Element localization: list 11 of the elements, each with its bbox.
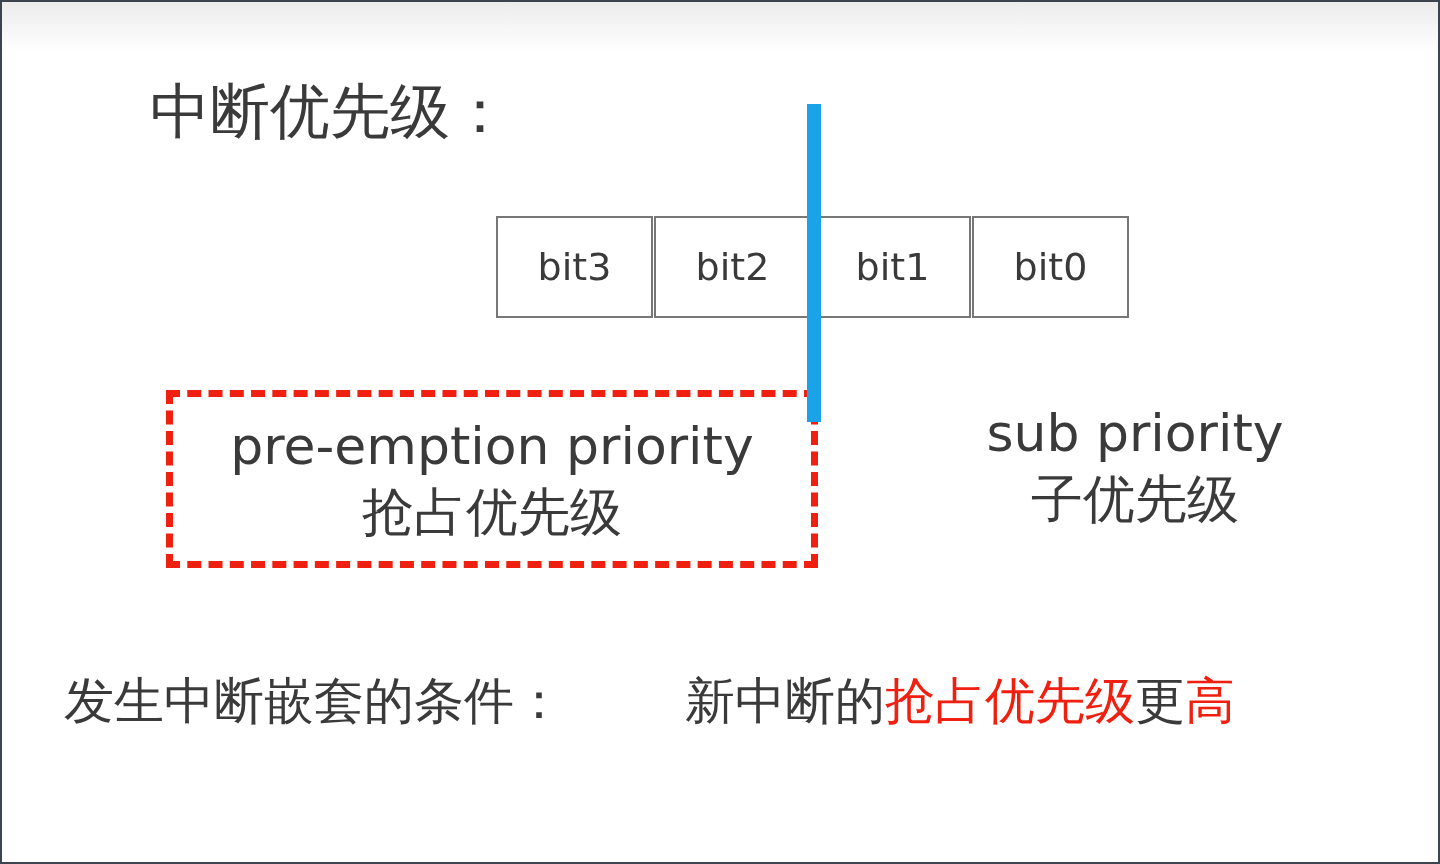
box-text: pre-emption priority — [230, 415, 754, 478]
condition-text: 新中断的抢占优先级更高 — [685, 671, 1235, 732]
priority-label: 子优先级 — [1030, 468, 1240, 531]
slide-title: 中断优先级： — [150, 75, 510, 148]
divider-bar — [807, 104, 821, 422]
priority-label: sub priority — [985, 402, 1285, 465]
condition-label: 发生中断嵌套的条件： — [64, 671, 564, 732]
box-text: 抢占优先级 — [362, 481, 622, 544]
dashed-box — [166, 390, 818, 568]
table-cell: bit0 — [972, 216, 1129, 318]
table-cell: bit3 — [496, 216, 653, 318]
